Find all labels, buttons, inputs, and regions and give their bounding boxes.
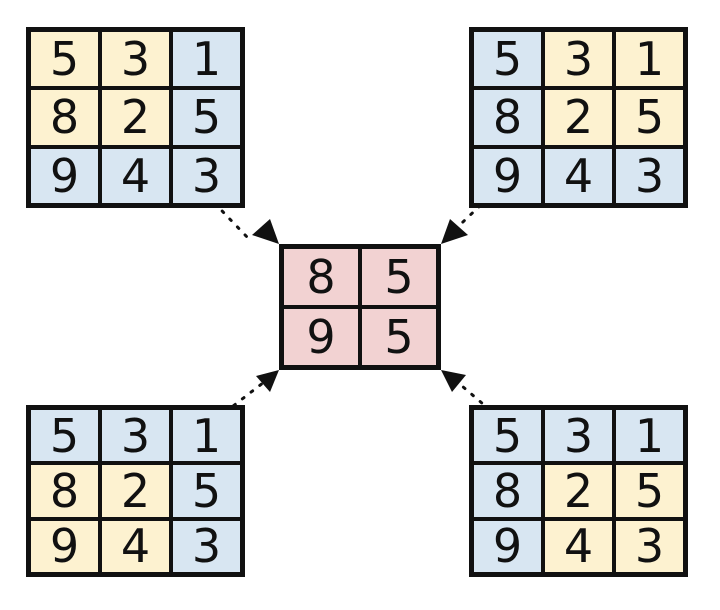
grid-cell: 8 [472,88,543,147]
grid-cell: 3 [614,146,685,205]
grid-cell: 5 [171,88,242,147]
grid-cell: 3 [543,408,614,464]
grid-cell: 1 [614,30,685,89]
arrowhead-bottom-right [441,370,466,392]
grid-cell: 8 [29,88,100,147]
grid-cell: 4 [543,146,614,205]
grid-cell: 2 [100,88,171,147]
grid-cell: 3 [171,146,242,205]
grid-cell: 5 [29,30,100,89]
pooled-cell: 9 [282,307,360,367]
grid-cell: 2 [543,88,614,147]
grid-cell: 3 [100,408,171,464]
pooled-cell: 5 [360,307,438,367]
grid-cell: 4 [100,518,171,574]
arrowhead-top-left [252,219,279,244]
pooled-cell: 8 [282,247,360,307]
grid-cell: 4 [100,146,171,205]
grid-cell: 3 [171,518,242,574]
grid-cell: 9 [29,146,100,205]
grid-cell: 2 [543,463,614,519]
grid-cell: 8 [29,463,100,519]
grid-cell: 3 [543,30,614,89]
grid-cell: 9 [472,518,543,574]
pooled-cell: 5 [360,247,438,307]
grid-cell: 1 [171,30,242,89]
grid-cell: 3 [100,30,171,89]
grid-cell: 3 [614,518,685,574]
grid-cell: 1 [614,408,685,464]
grid-cell: 9 [472,146,543,205]
grid-cell: 1 [171,408,242,464]
pooled-output-grid: 8 5 9 5 [279,244,441,370]
grid-cell: 5 [614,463,685,519]
grid-cell: 5 [472,408,543,464]
grid-cell: 9 [29,518,100,574]
grid-cell: 5 [472,30,543,89]
grid-cell: 4 [543,518,614,574]
grid-cell: 5 [29,408,100,464]
arrowhead-bottom-left [256,370,279,392]
arrowhead-top-right [441,219,468,244]
grid-cell: 8 [472,463,543,519]
grid-cell: 5 [171,463,242,519]
grid-cell: 5 [614,88,685,147]
grid-cell: 2 [100,463,171,519]
